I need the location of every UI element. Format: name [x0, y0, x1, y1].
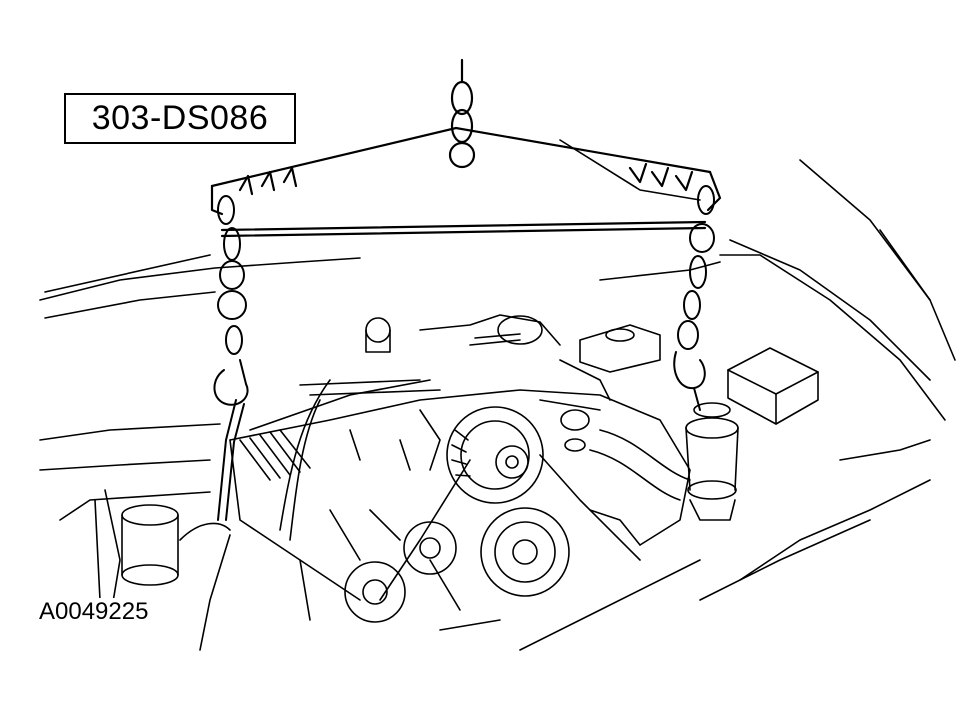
left-chain: [213, 195, 249, 521]
tool-number-box: 303-DS086: [64, 93, 296, 144]
hoses-and-wiring: [179, 379, 691, 651]
power-steering-pump: [685, 402, 739, 521]
accessory-drive: [344, 454, 641, 623]
battery: [727, 347, 819, 425]
right-chain: [673, 185, 715, 411]
lifting-bracket: [210, 58, 722, 238]
tool-number-label: 303-DS086: [91, 99, 269, 137]
engine-block: [229, 314, 691, 601]
alternator: [446, 406, 544, 504]
figure-id-label: A0049225: [37, 598, 151, 626]
